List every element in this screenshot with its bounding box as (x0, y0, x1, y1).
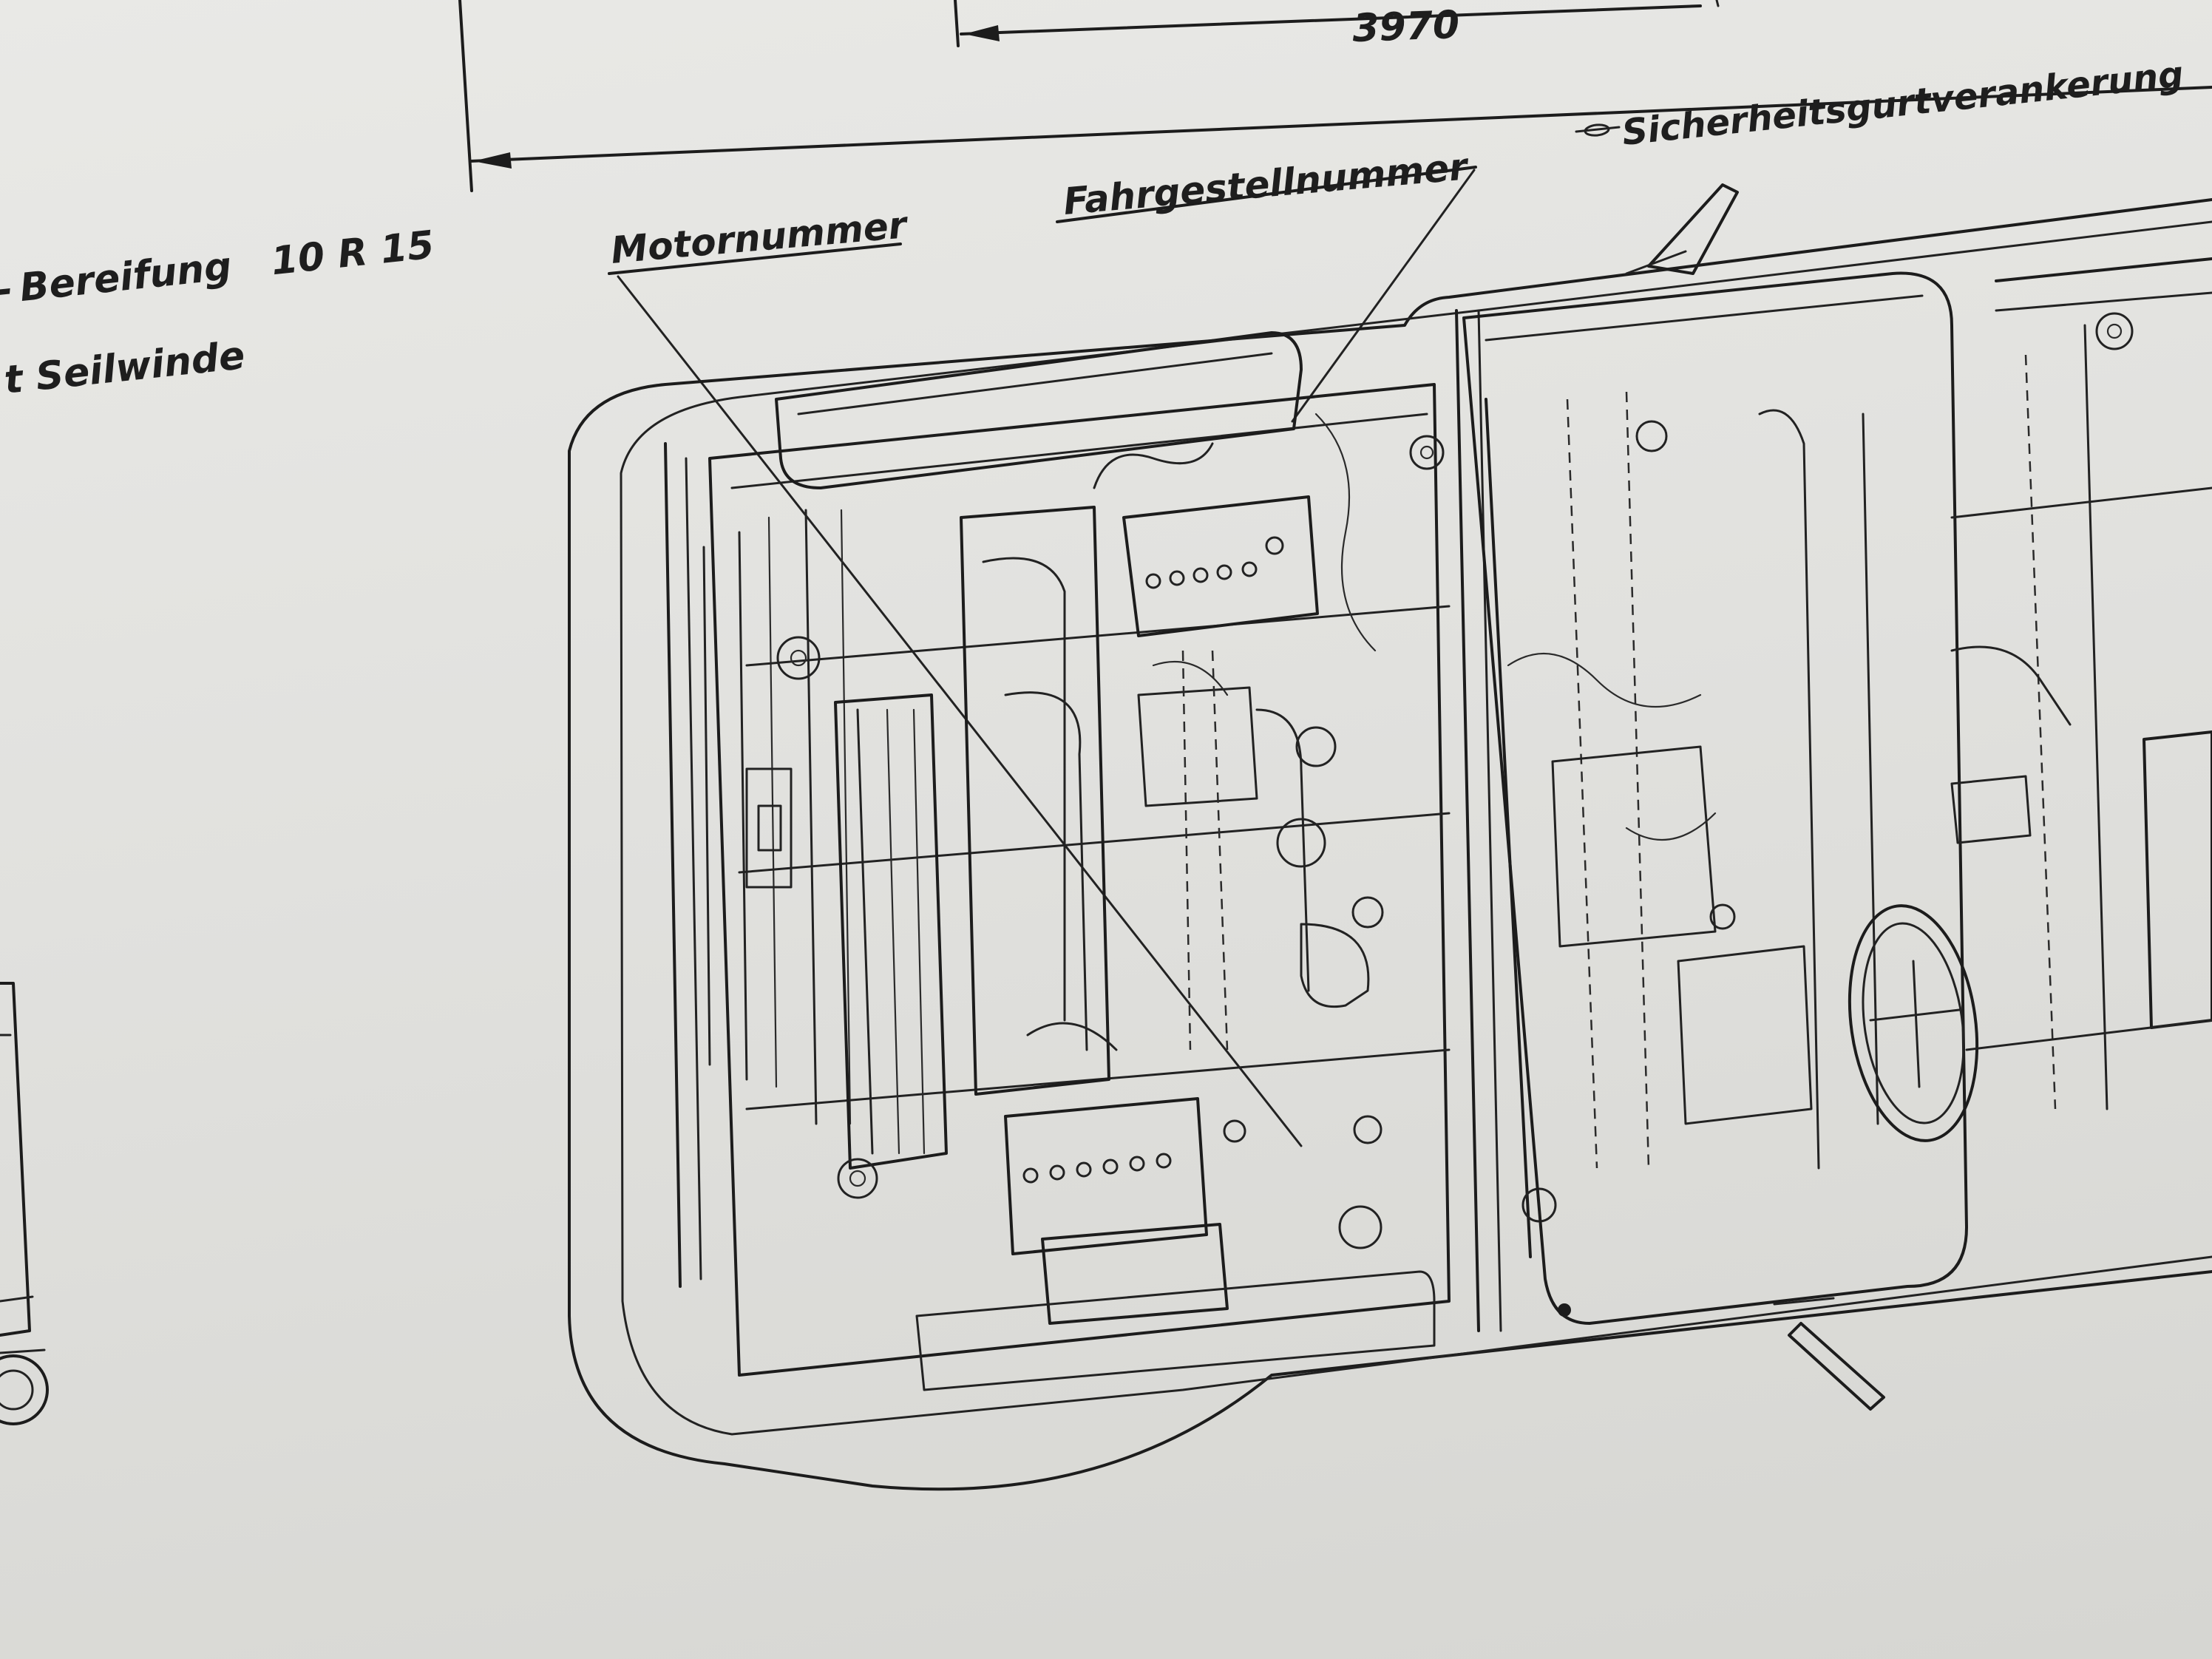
underline-fahrgestellnummer (1056, 166, 1477, 223)
underline-motornummer (608, 242, 902, 275)
note-winch: t Seilwinde (2, 333, 247, 403)
note-tyre-dash: - (0, 267, 15, 313)
leader-fahrgestellnummer (1291, 169, 1476, 423)
note-tyre-size: 10 R 15 (269, 223, 436, 285)
leader-motornummer (617, 275, 1303, 1147)
steering-wheel-icon (1848, 904, 1979, 1142)
vehicle-top-view (568, 183, 2212, 1491)
label-fahrgestellnummer: Fahrgestellnummer (1062, 145, 1471, 223)
dimension-lines (458, 0, 2212, 192)
note-tyres: Bereifung (18, 244, 234, 311)
label-motornummer: Motornummer (609, 203, 911, 272)
left-partial-view (0, 982, 49, 1425)
label-sicherheitsgurtverankerung: Sicherheitsgurtverankerung (1620, 53, 2185, 153)
dimension-3970: 3970 (1351, 3, 1460, 51)
